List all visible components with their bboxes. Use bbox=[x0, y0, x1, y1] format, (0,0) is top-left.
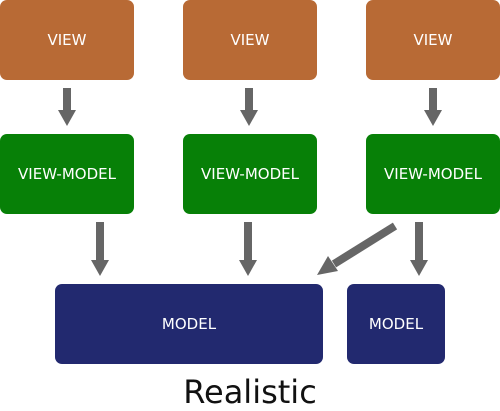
view-model-label: VIEW-MODEL bbox=[384, 165, 482, 183]
view-model-label: VIEW-MODEL bbox=[18, 165, 116, 183]
arrow-view-3-to-view-model-3 bbox=[424, 88, 442, 126]
diagram-caption: Realistic bbox=[183, 373, 317, 411]
view-label: VIEW bbox=[413, 31, 453, 49]
model-box-shared: MODEL bbox=[55, 284, 323, 364]
arrow-view-2-to-view-model-2 bbox=[240, 88, 258, 126]
arrow-view-model-3-to-model-shared bbox=[317, 222, 398, 275]
view-label: VIEW bbox=[230, 31, 270, 49]
arrow-view-model-3-to-model-separate bbox=[410, 222, 428, 276]
view-box-1: VIEW bbox=[0, 0, 134, 80]
view-box-2: VIEW bbox=[183, 0, 317, 80]
arrow-view-model-1-to-model bbox=[91, 222, 109, 276]
model-label: MODEL bbox=[368, 315, 424, 333]
view-model-box-1: VIEW-MODEL bbox=[0, 134, 134, 214]
model-box-separate: MODEL bbox=[347, 284, 445, 364]
model-label: MODEL bbox=[161, 315, 217, 333]
view-model-box-2: VIEW-MODEL bbox=[183, 134, 317, 214]
arrow-view-1-to-view-model-1 bbox=[58, 88, 76, 126]
view-model-label: VIEW-MODEL bbox=[201, 165, 299, 183]
view-label: VIEW bbox=[47, 31, 87, 49]
view-model-box-3: VIEW-MODEL bbox=[366, 134, 500, 214]
arrow-view-model-2-to-model bbox=[239, 222, 257, 276]
view-box-3: VIEW bbox=[366, 0, 500, 80]
